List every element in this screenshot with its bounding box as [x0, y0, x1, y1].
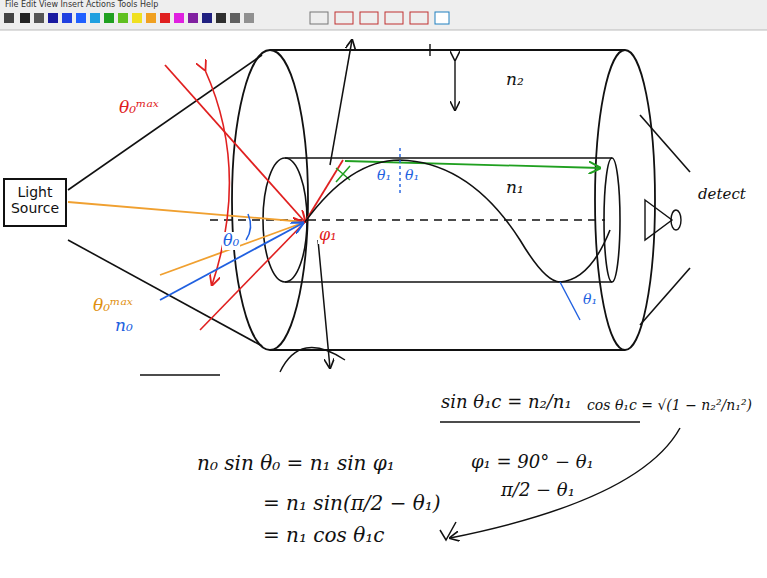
toolbar: [0, 0, 767, 30]
source-box: Light Source: [3, 178, 67, 227]
equation: = n₁ sin(π/2 − θ₁): [262, 492, 442, 514]
symbol-label: θ₀ᵐᵃˣ: [118, 98, 160, 117]
symbol-label: n₀: [114, 316, 134, 335]
symbol-label: θ₁: [404, 168, 420, 183]
equation: φ₁ = 90° − θ₁: [470, 452, 595, 472]
symbol-label: θ₀: [222, 232, 240, 250]
equation: sin θ₁c = n₂/n₁: [440, 392, 573, 412]
symbol-label: θ₁: [376, 168, 392, 183]
symbol-label: n₂: [505, 70, 525, 89]
menu-bar: File Edit View Insert Actions Tools Help: [4, 1, 159, 10]
equation: n₀ sin θ₀ = n₁ sin φ₁: [196, 452, 396, 474]
symbol-label: θ₁: [582, 292, 598, 307]
symbol-label: n₁: [505, 178, 525, 197]
symbol-label: φ₁: [318, 226, 338, 244]
symbol-label: detect: [697, 186, 747, 203]
equation: cos θ₁c = √(1 − n₂²/n₁²): [586, 398, 753, 413]
box-label: Light Source: [5, 180, 65, 220]
equation: π/2 − θ₁: [500, 480, 576, 500]
equation: = n₁ cos θ₁c: [262, 524, 386, 546]
symbol-label: θ₀ᵐᵃˣ: [92, 296, 134, 315]
